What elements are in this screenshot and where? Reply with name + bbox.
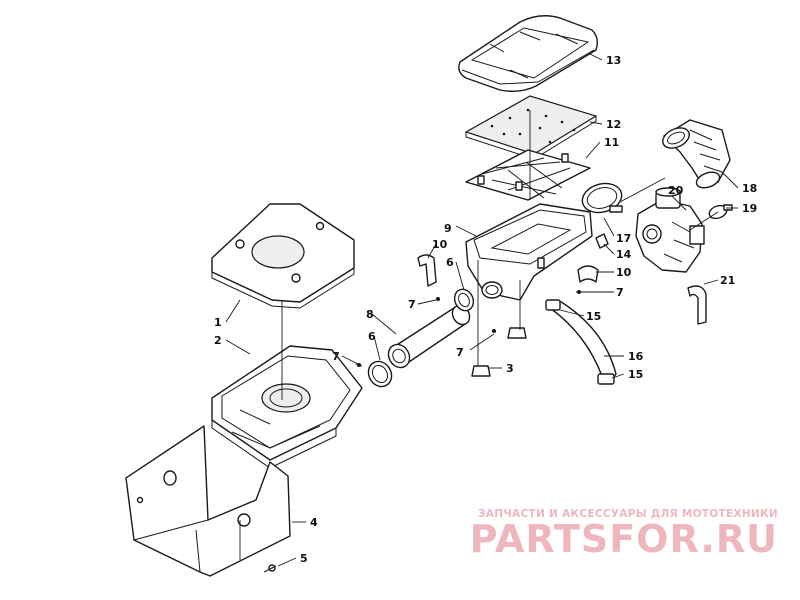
callout-15-upper: 15	[586, 310, 601, 323]
part-8-intake-duct	[387, 304, 471, 369]
part-11-filter-cage	[465, 149, 591, 201]
part-17-clamp-ring	[581, 182, 623, 214]
watermark-tagline: ЗАПЧАСТИ И АКСЕССУАРЫ ДЛЯ МОТОТЕХНИКИ	[478, 508, 778, 520]
callout-19: 19	[742, 202, 757, 215]
callout-16: 16	[628, 350, 644, 363]
callout-7-right: 7	[616, 286, 624, 299]
watermark: ЗАПЧАСТИ И АКСЕССУАРЫ ДЛЯ МОТОТЕХНИКИ PA…	[470, 508, 778, 561]
callout-10-left: 10	[432, 238, 448, 251]
part-7-screws	[355, 290, 582, 367]
callout-12: 12	[606, 118, 621, 131]
callout-15-lower: 15	[628, 368, 643, 381]
callout-leaders	[225, 53, 739, 567]
callout-9: 9	[444, 222, 452, 235]
callout-6-lower: 6	[368, 330, 376, 343]
callout-4: 4	[310, 516, 318, 529]
callout-10-right: 10	[616, 266, 632, 279]
part-2-airbox-base	[211, 345, 363, 469]
assembly-lines	[239, 110, 719, 560]
part-13-airbox-cover	[458, 15, 599, 93]
callout-5: 5	[300, 552, 308, 565]
callout-18: 18	[742, 182, 757, 195]
part-15-clamp-upper	[545, 299, 561, 311]
callout-7-middle: 7	[456, 346, 464, 359]
callout-7-left: 7	[332, 350, 340, 363]
callout-3: 3	[506, 362, 514, 375]
watermark-logo: PARTSFOR.RU	[470, 517, 778, 561]
filter-dots	[490, 108, 576, 144]
part-20-carburetor	[635, 187, 705, 273]
part-21-vent-hose	[687, 285, 707, 325]
part-3-grommets	[471, 327, 527, 377]
part-5-screw	[263, 564, 277, 573]
part-4-bracket-panel	[125, 425, 291, 577]
part-12-filter-element	[464, 95, 598, 160]
callout-14: 14	[616, 248, 632, 261]
callout-20: 20	[668, 184, 684, 197]
callout-8: 8	[366, 308, 374, 321]
callout-2: 2	[214, 334, 222, 347]
part-19-clamp	[708, 204, 733, 220]
callout-17: 17	[616, 232, 631, 245]
part-6-clamp-upper	[453, 288, 475, 312]
part-10-bracket-right	[577, 265, 599, 283]
callout-labels: 13 12 11 18 19 20 17 14 10 7 15 16 15 21…	[214, 54, 757, 565]
part-6-clamp-lower	[367, 360, 393, 388]
callout-6-upper: 6	[446, 256, 454, 269]
part-1-plate	[211, 203, 355, 309]
callout-7-upper: 7	[408, 298, 416, 311]
callout-21: 21	[720, 274, 735, 287]
part-18-intake-boot	[662, 119, 731, 189]
part-16-drain-hose	[549, 299, 617, 385]
callout-1: 1	[214, 316, 222, 329]
part-10-bracket-left	[417, 254, 437, 287]
callout-11: 11	[604, 136, 619, 149]
part-9-airbox-housing	[465, 203, 593, 301]
callout-13: 13	[606, 54, 621, 67]
